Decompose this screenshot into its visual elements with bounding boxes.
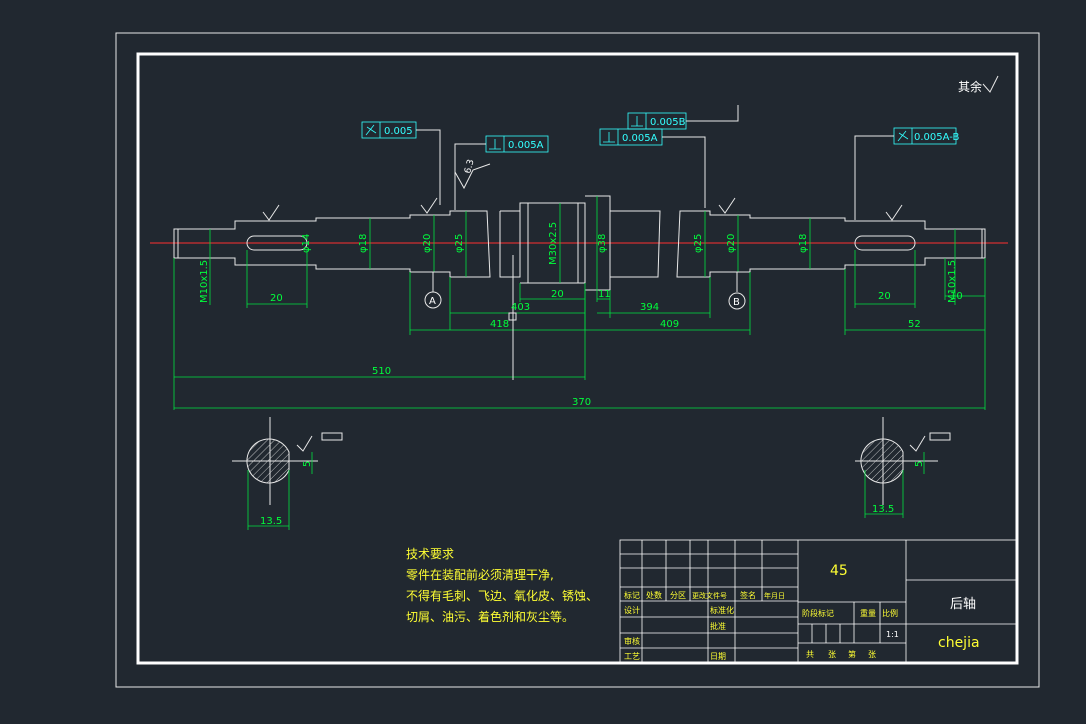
roughness-symbol-icon <box>982 75 999 93</box>
drawing-number: chejia <box>938 635 980 651</box>
dim-52: 52 <box>908 319 921 330</box>
svg-text:重量: 重量 <box>860 608 876 618</box>
svg-text:标准化: 标准化 <box>710 605 734 615</box>
tech-req-line-1: 零件在装配前必须清理干净, <box>406 567 554 582</box>
svg-text:13.5: 13.5 <box>872 504 894 515</box>
roughness-mark-icon <box>420 197 438 214</box>
svg-text:比例: 比例 <box>882 608 898 618</box>
dim-510: 510 <box>372 366 391 377</box>
circular-runout-icon-b <box>897 130 909 142</box>
surface-value: 6.3 <box>463 158 476 174</box>
dia-label-thread-left: M10x1.5 <box>199 260 210 303</box>
svg-text:批准: 批准 <box>710 621 726 631</box>
dia-label-thread-right: M10x1.5 <box>947 260 958 303</box>
svg-text:更改文件号: 更改文件号 <box>692 591 727 600</box>
dia-label-d38: φ38 <box>597 234 608 253</box>
tolerance-frame-3: 0.005B <box>627 105 739 130</box>
surface-roughness-icon <box>454 163 491 190</box>
dia-label-d18-right: φ18 <box>798 234 809 253</box>
tolerance-frame-2: 0.005A <box>454 135 549 210</box>
inner-frame <box>136 52 1019 665</box>
svg-text:年月日: 年月日 <box>764 591 785 600</box>
svg-text:张: 张 <box>868 650 876 659</box>
roughness-mark-icon <box>262 204 280 221</box>
svg-text:签名: 签名 <box>740 590 756 600</box>
dim-409: 409 <box>660 319 679 330</box>
tolerance-frame-5: 0.005A-B <box>854 127 960 220</box>
svg-text:0.005: 0.005 <box>384 126 413 137</box>
dia-label-m30: M30x2.5 <box>548 222 559 265</box>
perpendicularity-icon-c <box>603 132 615 143</box>
svg-text:阶段标记: 阶段标记 <box>802 608 834 618</box>
perpendicularity-icon-b <box>631 116 643 127</box>
part-name: 后轴 <box>950 597 976 612</box>
material: 45 <box>830 563 848 579</box>
dim-394: 394 <box>640 302 659 313</box>
svg-text:5: 5 <box>914 461 925 467</box>
circular-runout-icon <box>365 124 377 136</box>
section-view-left: 5 13.5 <box>232 417 343 530</box>
svg-text:B: B <box>733 297 740 308</box>
tech-requirements: 技术要求 零件在装配前必须清理干净, 不得有毛刺、飞边、氧化皮、锈蚀、 切屑、油… <box>406 547 598 624</box>
svg-text:共: 共 <box>806 650 814 659</box>
dia-label-d20-right: φ20 <box>726 234 737 253</box>
svg-text:0.005A-B: 0.005A-B <box>914 132 960 143</box>
dim-370: 370 <box>572 397 591 408</box>
svg-text:工艺: 工艺 <box>624 652 640 661</box>
svg-text:处数: 处数 <box>646 590 662 600</box>
roughness-mark-icon <box>885 204 903 221</box>
dia-label-d25-right: φ25 <box>693 234 704 253</box>
dia-label-d25-left: φ25 <box>454 234 465 253</box>
section-view-right: 5 13.5 <box>855 417 951 518</box>
dia-label-d20-left: φ20 <box>422 234 433 253</box>
dim-10: 10 <box>950 291 963 302</box>
dim-11: 11 <box>598 289 611 300</box>
roughness-mark-icon <box>718 197 736 214</box>
tech-req-title: 技术要求 <box>406 547 454 561</box>
svg-text:0.005A: 0.005A <box>508 140 544 151</box>
svg-text:分区: 分区 <box>670 591 686 600</box>
dim-20-right: 20 <box>878 291 891 302</box>
svg-text:5: 5 <box>302 461 313 467</box>
tolerance-frame-1: 0.005 <box>361 121 441 205</box>
dim-403: 403 <box>511 302 530 313</box>
diameter-dim-lines <box>209 196 956 305</box>
tolerance-frame-4: 0.005A <box>599 128 706 208</box>
svg-text:张: 张 <box>828 650 836 659</box>
svg-text:日期: 日期 <box>710 652 726 661</box>
dia-label-d14: φ14 <box>301 234 312 253</box>
svg-text:0.005A: 0.005A <box>622 133 658 144</box>
roughness-note: 其余 <box>958 79 982 94</box>
dia-label-d18-left: φ18 <box>358 234 369 253</box>
svg-text:设计: 设计 <box>624 605 640 615</box>
perpendicularity-icon <box>489 139 501 150</box>
datum-b: B <box>728 271 746 310</box>
svg-text:标记: 标记 <box>624 590 640 600</box>
title-block: 标记 处数 分区 更改文件号 签名 年月日 设计 审核 工艺 标准化 批准 日期… <box>619 539 1018 664</box>
dim-20-left: 20 <box>270 293 283 304</box>
svg-text:0.005B: 0.005B <box>650 117 686 128</box>
outer-frame <box>115 32 1040 688</box>
svg-text:A: A <box>429 296 436 307</box>
tech-req-line-2: 不得有毛刺、飞边、氧化皮、锈蚀、 <box>406 588 598 603</box>
scale-value: 1:1 <box>886 630 899 639</box>
svg-text:审核: 审核 <box>624 636 640 646</box>
svg-text:第: 第 <box>848 649 856 659</box>
datum-a: A <box>424 271 442 309</box>
length-dim-lines <box>173 250 986 410</box>
svg-text:13.5: 13.5 <box>260 516 282 527</box>
dim-20-mid: 20 <box>551 289 564 300</box>
dim-418: 418 <box>490 319 509 330</box>
tech-req-line-3: 切屑、油污、着色剂和灰尘等。 <box>406 609 574 624</box>
